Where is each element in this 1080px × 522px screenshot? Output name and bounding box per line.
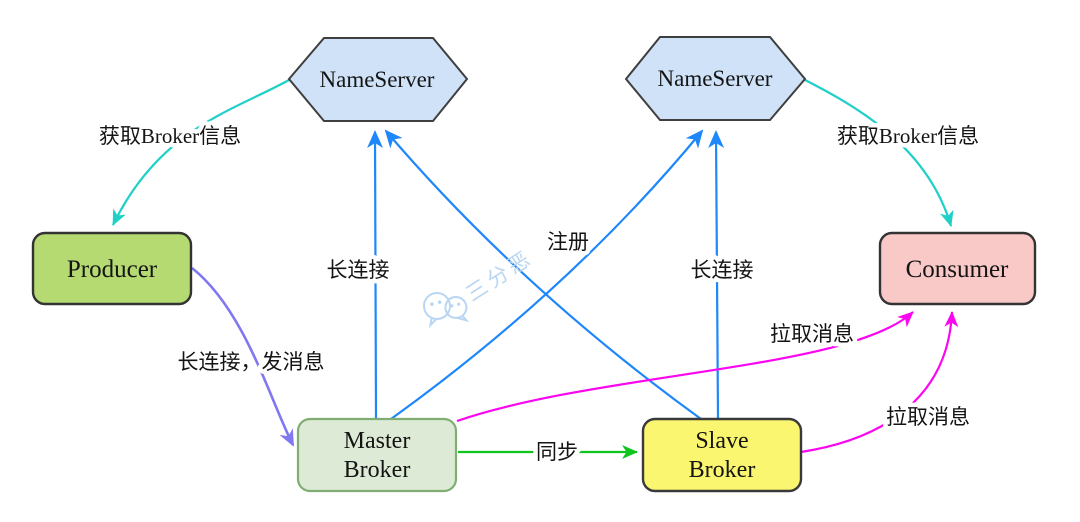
slave-broker-label-line1: Slave [695,428,748,454]
label-get-broker-info-left: 获取Broker信息 [99,124,241,148]
node-master-broker [296,417,458,493]
edge-slavebroker-to-consumer [800,311,959,454]
edge-nameserver1-to-producer [112,79,290,226]
label-sync: 同步 [536,440,578,464]
nameserver-2-label: NameServer [658,66,773,91]
master-broker-label-line2: Broker [344,457,411,483]
edge-nameserver2-to-consumer [804,79,954,227]
slave-broker-label-line2: Broker [689,457,756,483]
consumer-label: Consumer [906,256,1009,283]
label-long-connection-left: 长连接 [327,258,390,282]
node-slave-broker [641,417,803,493]
edge-masterbroker-to-nameserver1 [367,130,384,420]
wechat-icon [423,292,470,329]
edge-masterbroker-to-consumer [456,311,914,423]
node-nameserver-2 [624,36,807,121]
label-pull-messages-lower: 拉取消息 [886,405,970,429]
label-long-connection-send-message: 长连接，发消息 [178,350,325,374]
label-long-connection-right: 长连接 [691,258,754,282]
label-get-broker-info-right: 获取Broker信息 [837,124,979,148]
edge-masterbroker-to-nameserver2 [390,129,704,420]
master-broker-label-line1: Master [344,428,411,454]
node-nameserver-1 [287,37,469,122]
producer-label: Producer [67,256,158,283]
node-consumer [878,231,1037,306]
edge-slavebroker-to-nameserver1 [384,129,702,420]
label-register: 注册 [547,230,589,254]
node-producer [31,231,193,306]
edge-producer-to-masterbroker [191,266,295,447]
edge-slavebroker-to-nameserver2 [708,130,725,420]
label-pull-messages-upper: 拉取消息 [770,322,854,346]
nameserver-1-label: NameServer [320,67,435,92]
